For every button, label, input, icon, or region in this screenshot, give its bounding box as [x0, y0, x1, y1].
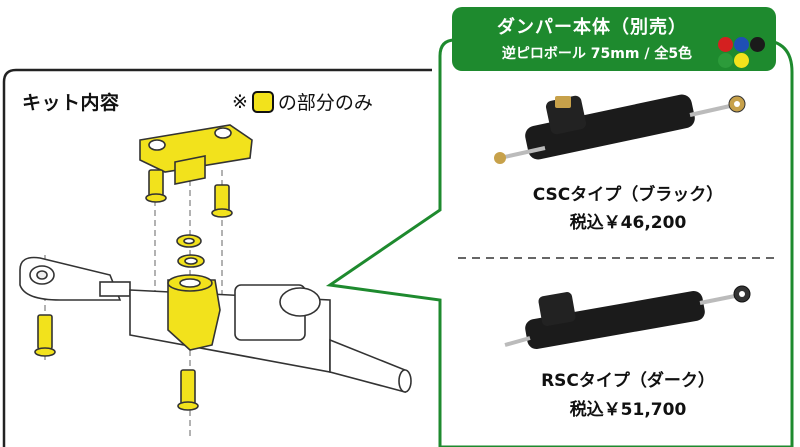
top-bolts	[145, 169, 233, 218]
lower-bolts	[34, 314, 199, 411]
washers	[176, 234, 205, 268]
damper-header-title: ダンパー本体（別売）	[497, 17, 687, 38]
damper-header-spec: 逆ピロボール 75mm / 全5色	[501, 46, 693, 62]
color-dot-red	[718, 37, 733, 52]
color-dots	[714, 35, 768, 69]
kit-note: ※ の部分のみ	[232, 88, 373, 115]
rsc-product-name: RSCタイプ（ダーク）	[541, 371, 715, 391]
csc-damper-image	[494, 94, 746, 164]
kit-drawing	[19, 124, 412, 440]
damper-callout-panel	[325, 38, 794, 447]
clamp-bracket	[139, 124, 253, 185]
yellow-swatch-icon	[251, 90, 274, 113]
csc-product-price: 税込￥46,200	[569, 213, 687, 233]
rsc-product-price: 税込￥51,700	[569, 400, 687, 420]
body-clamp	[167, 274, 221, 351]
color-dot-green	[718, 53, 733, 68]
kit-note-prefix: ※	[232, 90, 248, 113]
csc-product-name: CSCタイプ（ブラック）	[532, 185, 724, 205]
color-dot-yellow	[734, 53, 749, 68]
damper-header: ダンパー本体（別売） 逆ピロボール 75mm / 全5色	[452, 7, 776, 71]
color-dot-black	[750, 37, 765, 52]
kit-title: キット内容	[22, 92, 120, 114]
kit-note-suffix: の部分のみ	[277, 92, 373, 114]
kit-frame	[2, 68, 432, 447]
rsc-damper-image	[504, 285, 751, 349]
color-dot-blue	[734, 37, 749, 52]
